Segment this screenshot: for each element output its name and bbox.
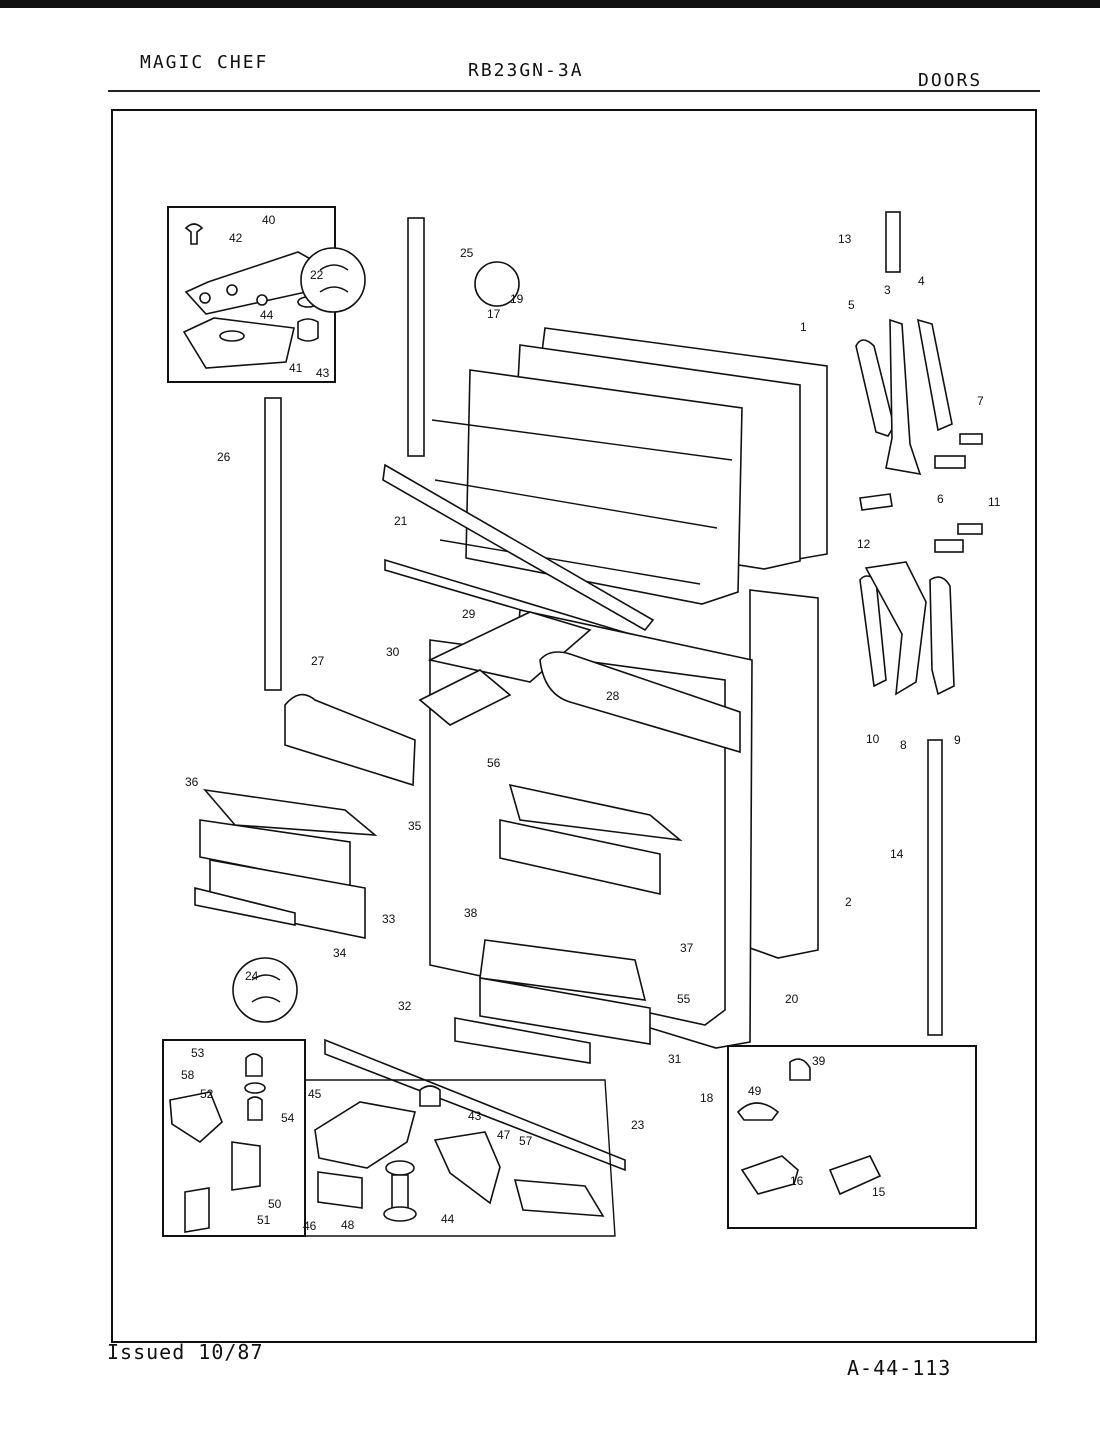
callout-36: 36: [185, 775, 199, 789]
callout-7: 7: [977, 394, 984, 408]
callout-11: 11: [988, 495, 1001, 509]
part-14-strip: [927, 739, 943, 1036]
part-23-rail: [324, 1038, 626, 1172]
callout-17: 17: [487, 307, 501, 321]
callout-42: 42: [229, 231, 243, 245]
callout-9: 9: [954, 733, 961, 747]
diagram-frame: [111, 109, 1037, 1343]
callout-55: 55: [677, 992, 691, 1006]
fresh-food-door: [427, 589, 819, 1049]
callout-21: 21: [394, 514, 408, 528]
callout-41: 41: [289, 361, 303, 375]
inset-clips: [727, 1045, 977, 1229]
callout-26: 26: [217, 450, 231, 464]
callout-38: 38: [464, 906, 478, 920]
callout-49: 49: [748, 1084, 762, 1098]
callout-46: 46: [303, 1219, 317, 1233]
header-rule: [108, 90, 1040, 92]
callout-20: 20: [785, 992, 799, 1006]
part-22-zoom: [300, 247, 366, 313]
callout-52: 52: [200, 1087, 214, 1101]
callout-54: 54: [281, 1111, 295, 1125]
part-27-bin: [284, 693, 416, 787]
callout-56: 56: [487, 756, 501, 770]
model-label: RB23GN-3A: [468, 60, 584, 81]
document-code: A-44-113: [847, 1356, 952, 1380]
callout-33: 33: [382, 912, 396, 926]
callout-10: 10: [866, 732, 880, 746]
part-34-strip: [194, 886, 296, 926]
part-25-strip: [407, 217, 425, 457]
callout-47: 47: [497, 1128, 511, 1142]
callout-37: 37: [680, 941, 694, 955]
callout-2: 2: [845, 895, 852, 909]
callout-19: 19: [510, 292, 524, 306]
callout-31: 31: [668, 1052, 682, 1066]
callout-39: 39: [812, 1054, 826, 1068]
part-30-button: [418, 669, 512, 726]
callout-25: 25: [460, 246, 474, 260]
callout-44a: 44: [260, 308, 274, 322]
freezer-door: [382, 327, 828, 650]
callout-45: 45: [308, 1087, 322, 1101]
callout-29: 29: [462, 607, 476, 621]
callout-6: 6: [937, 492, 944, 506]
part-33-bin: [209, 859, 366, 939]
callout-40: 40: [262, 213, 276, 227]
part-29-zoom: [474, 261, 520, 307]
brand-label: MAGIC CHEF: [140, 52, 269, 73]
callout-16: 16: [790, 1174, 804, 1188]
callout-44b: 44: [441, 1212, 455, 1226]
part-35-bin: [203, 788, 378, 836]
callout-3: 3: [884, 283, 891, 297]
callout-32: 32: [398, 999, 412, 1013]
section-label: DOORS: [918, 70, 983, 91]
callout-51: 51: [257, 1213, 271, 1227]
callout-13: 13: [838, 232, 852, 246]
callout-43b: 43: [468, 1109, 482, 1123]
callout-22: 22: [310, 268, 324, 282]
callout-30: 30: [386, 645, 400, 659]
callout-8: 8: [900, 738, 907, 752]
inset-top-hinge: [167, 206, 336, 383]
callout-27: 27: [311, 654, 325, 668]
callout-50: 50: [268, 1197, 282, 1211]
part-32-rail: [454, 1017, 591, 1064]
callout-4: 4: [918, 274, 925, 288]
callout-14: 14: [890, 847, 904, 861]
callout-24: 24: [245, 969, 259, 983]
callout-28: 28: [606, 689, 620, 703]
right-hinges: [855, 318, 983, 696]
callout-5: 5: [848, 298, 855, 312]
top-border-bar: [0, 0, 1100, 8]
callout-53: 53: [191, 1046, 205, 1060]
callout-23: 23: [631, 1118, 645, 1132]
callout-34: 34: [333, 946, 347, 960]
callout-15: 15: [872, 1185, 886, 1199]
callout-58: 58: [181, 1068, 195, 1082]
callout-43a: 43: [316, 366, 330, 380]
callout-57: 57: [519, 1134, 533, 1148]
inset-bottom-hinge: [162, 1039, 616, 1237]
part-24-zoom: [232, 957, 298, 1023]
callout-1: 1: [800, 320, 807, 334]
part-13-strip: [885, 211, 901, 273]
issued-label: Issued 10/87: [107, 1340, 264, 1364]
part-26-strip: [264, 397, 282, 691]
callout-18: 18: [700, 1091, 714, 1105]
callout-35: 35: [408, 819, 422, 833]
callout-48: 48: [341, 1218, 355, 1232]
callout-12: 12: [857, 537, 871, 551]
